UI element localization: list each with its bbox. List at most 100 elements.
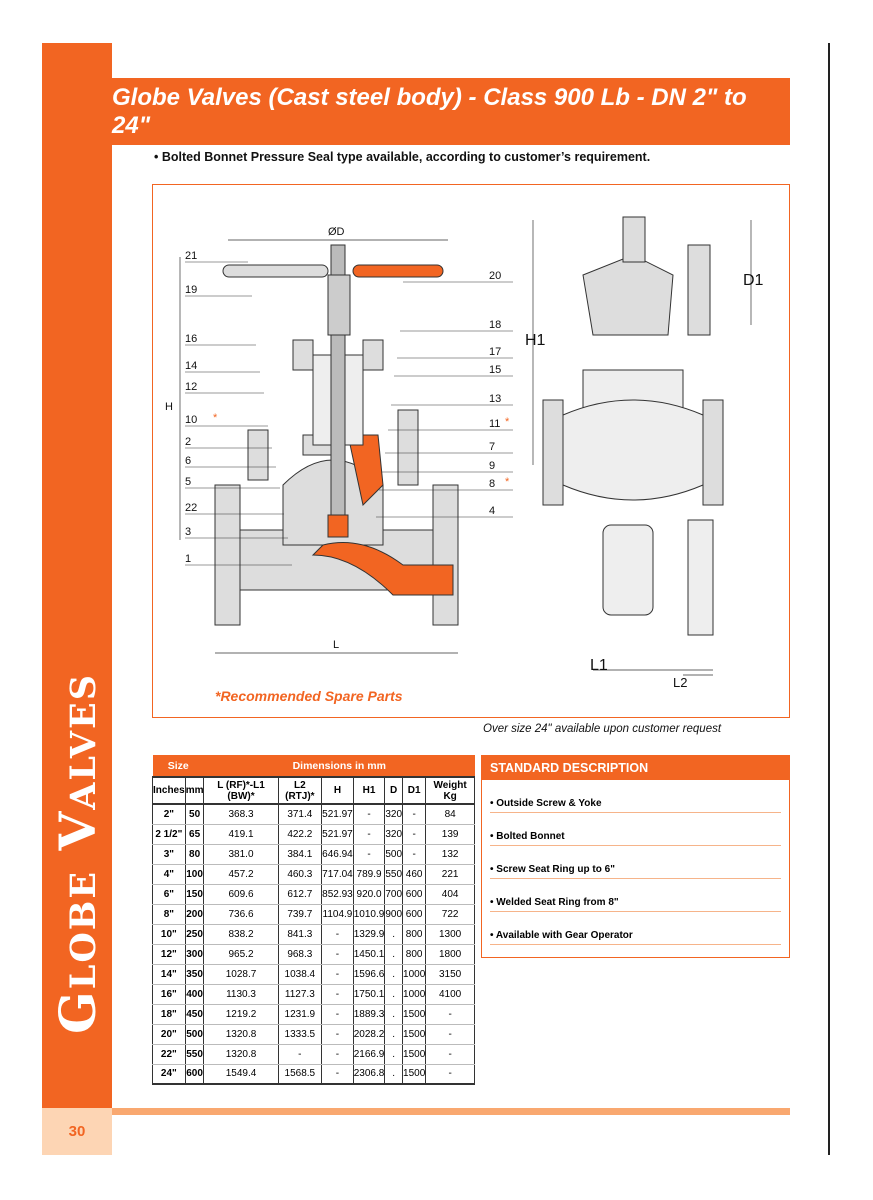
standard-description-title: STANDARD DESCRIPTION	[482, 756, 789, 780]
table-cell: -	[321, 1064, 354, 1085]
table-cell: 717.04	[321, 864, 354, 885]
callout-10: 10	[185, 414, 197, 426]
callout-4: 4	[489, 505, 495, 517]
table-cell: -	[321, 1024, 354, 1045]
table-cell: 1028.7	[203, 964, 279, 985]
table-cell: 404	[425, 884, 475, 905]
table-cell: -	[425, 1004, 475, 1025]
subtitle: • Bolted Bonnet Pressure Seal type avail…	[154, 150, 651, 164]
table-cell: 1800	[425, 944, 475, 965]
table-cell: 200	[184, 904, 205, 925]
table-cell: 600	[184, 1064, 205, 1085]
spare-parts-note: *Recommended Spare Parts	[215, 688, 403, 704]
dim-l1: L1	[590, 657, 608, 674]
spare-star-8: *	[505, 476, 510, 488]
table-cell: 1130.3	[203, 984, 279, 1005]
table-cell: 20"	[152, 1024, 186, 1045]
table-cell: 1000	[402, 964, 427, 985]
table-cell: 400	[184, 984, 205, 1005]
standard-description: STANDARD DESCRIPTION • Outside Screw & Y…	[481, 755, 790, 958]
table-cell: 1500	[402, 1044, 427, 1065]
table-cell: 320	[384, 804, 404, 825]
table-cell: -	[402, 824, 427, 845]
table-cell: 841.3	[277, 924, 323, 945]
table-cell: 84	[425, 804, 475, 825]
table-cell: 250	[184, 924, 205, 945]
table-cell: -	[321, 984, 354, 1005]
callout-3: 3	[185, 526, 191, 538]
table-cell: 381.0	[203, 844, 279, 865]
table-cell: .	[384, 1064, 404, 1085]
callout-14: 14	[185, 360, 197, 372]
dim-h: H	[165, 401, 173, 413]
bottom-rule	[112, 1108, 790, 1115]
table-cell: 900	[384, 904, 404, 925]
table-cell: 80	[184, 844, 205, 865]
description-item: • Available with Gear Operator	[490, 912, 781, 945]
table-cell: -	[352, 804, 386, 825]
dim-d1: D1	[743, 272, 764, 289]
table-cell: 800	[402, 944, 427, 965]
table-cell: 18"	[152, 1004, 186, 1025]
table-cell: -	[321, 964, 354, 985]
table-cell: 1320.8	[203, 1044, 279, 1065]
table-cell: -	[277, 1044, 323, 1065]
table-cell: 4100	[425, 984, 475, 1005]
table-cell: 600	[402, 904, 427, 925]
table-cell: 139	[425, 824, 475, 845]
table-cell: 100	[184, 864, 205, 885]
table-cell: 1333.5	[277, 1024, 323, 1045]
callout-8: 8	[489, 478, 495, 490]
table-cell: 838.2	[203, 924, 279, 945]
spare-star-11: *	[505, 416, 510, 428]
table-cell: .	[384, 924, 404, 945]
table-cell: -	[352, 844, 386, 865]
table-cell: -	[425, 1044, 475, 1065]
table-cell: .	[384, 964, 404, 985]
table-cell: 150	[184, 884, 205, 905]
table-cell: 550	[184, 1044, 205, 1065]
callout-20: 20	[489, 270, 501, 282]
column-header: H	[321, 776, 354, 805]
description-item: • Bolted Bonnet	[490, 813, 781, 846]
table-cell: 1450.1	[352, 944, 386, 965]
table-cell: 8"	[152, 904, 186, 925]
table-cell: 612.7	[277, 884, 323, 905]
table-cell: 24"	[152, 1064, 186, 1085]
table-cell: 736.6	[203, 904, 279, 925]
column-header: L2 (RTJ)*	[277, 776, 323, 805]
column-header: mm	[184, 776, 205, 805]
dim-l: L	[333, 639, 339, 651]
description-item: • Welded Seat Ring from 8"	[490, 879, 781, 912]
table-cell: 300	[184, 944, 205, 965]
table-cell: 1104.9	[321, 904, 354, 925]
table-cell: 2306.8	[352, 1064, 386, 1085]
table-cell: -	[425, 1024, 475, 1045]
table-cell: 1500	[402, 1004, 427, 1025]
callout-16: 16	[185, 333, 197, 345]
table-cell: 521.97	[321, 804, 354, 825]
page-edge-line	[828, 43, 830, 1155]
table-cell: -	[321, 924, 354, 945]
dimensions-group-header: Dimensions in mm	[203, 755, 475, 777]
callout-12: 12	[185, 381, 197, 393]
table-cell: 550	[384, 864, 404, 885]
table-cell: 646.94	[321, 844, 354, 865]
table-cell: 2 1/2"	[152, 824, 186, 845]
side-title: Globe Valves	[47, 673, 107, 1034]
table-cell: 450	[184, 1004, 205, 1025]
table-cell: .	[384, 984, 404, 1005]
callout-15: 15	[489, 364, 501, 376]
callout-21: 21	[185, 250, 197, 262]
